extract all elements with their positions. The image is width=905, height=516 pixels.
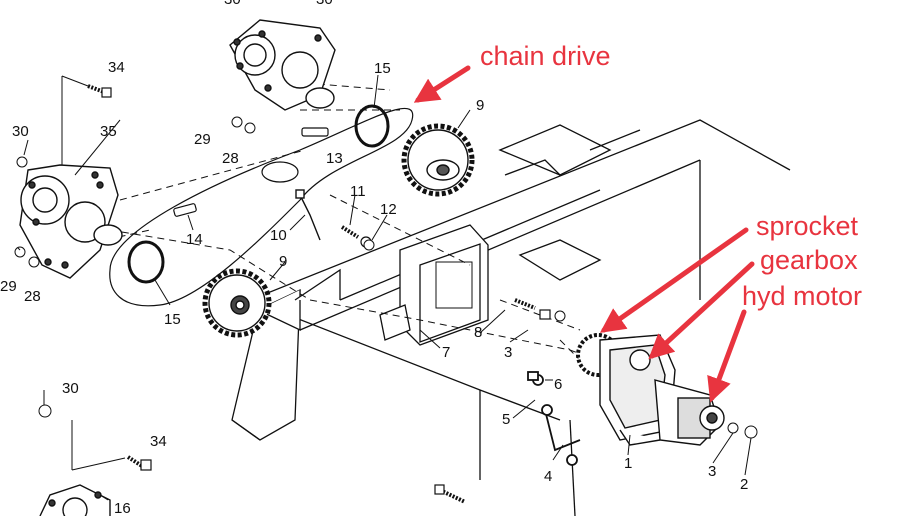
o-ring-mid <box>127 240 165 284</box>
part-label-10: 10 <box>270 227 287 244</box>
part-label-35: 35 <box>100 123 117 140</box>
part-label-28: 28 <box>222 150 239 167</box>
part-label-15: 15 <box>164 311 181 328</box>
nut-30-bottom <box>38 404 52 418</box>
arrow-hyd-motor <box>707 309 747 403</box>
part-label-16: 16 <box>114 500 131 516</box>
chain-loop <box>109 107 414 307</box>
hose-fitting-10 <box>295 189 321 241</box>
o-ring-top <box>354 104 390 148</box>
part-label-8: 8 <box>474 324 482 341</box>
part-label-7: 7 <box>442 344 450 361</box>
nut-29-left <box>14 246 26 258</box>
part-label-6: 6 <box>554 376 562 393</box>
part-label-2: 2 <box>740 476 748 493</box>
chain-link-13 <box>301 127 329 137</box>
annotation-gearbox: gearbox <box>760 245 858 275</box>
sprocket-upper <box>401 123 475 197</box>
annotation-hyd-motor: hyd motor <box>742 281 863 311</box>
mounting-plate <box>379 224 489 346</box>
part-label-4: 4 <box>544 468 552 485</box>
part-label-9: 9 <box>476 97 484 114</box>
arrow-sprocket <box>599 227 749 333</box>
bolt-bottom-center <box>434 484 466 504</box>
part-label-9: 9 <box>279 253 287 270</box>
bolt-34-bottom <box>126 455 152 471</box>
chain-link-14 <box>173 203 197 217</box>
bolt-34-top <box>87 84 112 98</box>
hub-assembly-bottom <box>39 484 111 516</box>
hub-assembly-top <box>229 19 336 111</box>
bolt-8 <box>514 298 551 320</box>
nut-12 <box>363 239 375 251</box>
washer-3-bottom <box>727 422 739 434</box>
annotation-sprocket: sprocket <box>756 211 859 241</box>
hose-fitting-4 <box>527 371 581 466</box>
sprocket-lower <box>202 268 272 338</box>
part-label-15: 15 <box>374 60 391 77</box>
part-label-12: 12 <box>380 201 397 218</box>
hub-assembly-left <box>19 164 123 279</box>
part-label-30: 30 <box>62 380 79 397</box>
part-labels: 30 30 34 30 35 15 9 29 28 13 11 12 10 14… <box>0 0 748 516</box>
part-label-30: 30 <box>316 0 333 8</box>
washer-3-mid <box>554 310 566 322</box>
part-label-13: 13 <box>326 150 343 167</box>
part-label-34: 34 <box>150 433 167 450</box>
nut-29-mid <box>231 116 243 128</box>
nut-28-left <box>28 256 40 268</box>
gearbox-motor-assembly <box>576 333 725 446</box>
part-label-14: 14 <box>186 231 203 248</box>
leader-lines <box>17 74 752 501</box>
nut-30-left <box>16 156 28 168</box>
part-label-30: 30 <box>224 0 241 8</box>
annotation-chain-drive: chain drive <box>480 41 611 71</box>
part-label-3: 3 <box>504 344 512 361</box>
annotation-arrows <box>413 65 755 403</box>
nut-2 <box>744 425 758 439</box>
part-label-29: 29 <box>0 278 17 295</box>
nut-28-mid <box>244 122 256 134</box>
part-label-28: 28 <box>24 288 41 305</box>
frame-beam <box>249 119 791 516</box>
part-label-11: 11 <box>350 183 366 200</box>
arrow-chain-drive <box>413 65 471 103</box>
part-label-34: 34 <box>108 59 125 76</box>
part-label-29: 29 <box>194 131 211 148</box>
part-label-30: 30 <box>12 123 29 140</box>
part-label-5: 5 <box>502 411 510 428</box>
part-label-1: 1 <box>624 455 632 472</box>
part-label-3: 3 <box>708 463 716 480</box>
arrow-gearbox <box>648 261 755 360</box>
